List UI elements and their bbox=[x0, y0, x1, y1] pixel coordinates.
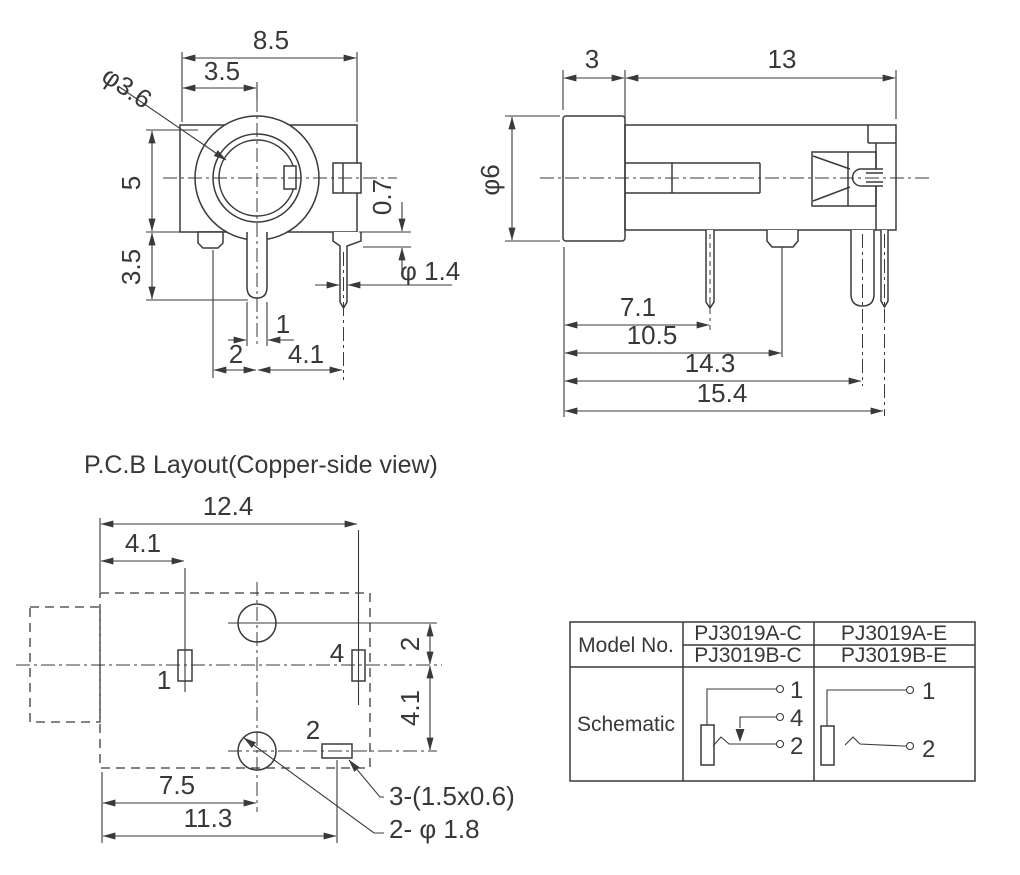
pcb-layout-title: P.C.B Layout(Copper-side view) bbox=[84, 451, 438, 479]
schematic-e-type: 1 2 bbox=[820, 678, 935, 766]
dim-pin2-position: 10.5 bbox=[627, 320, 678, 350]
dim-bushing-length: 3 bbox=[585, 44, 599, 74]
table-header-schematic: Schematic bbox=[577, 713, 675, 736]
schematic1-pin4-label: 4 bbox=[790, 705, 803, 732]
dim-pin-diameter: φ 1.4 bbox=[400, 256, 460, 286]
pcb-bushing-outline bbox=[29, 606, 101, 723]
dim-front-pitch-right: 4.1 bbox=[288, 339, 324, 369]
schematic1-switch-arrow bbox=[735, 729, 745, 742]
model-table: Model No. Schematic PJ3019A-C PJ3019B-C … bbox=[569, 621, 976, 782]
front-left-tab bbox=[197, 231, 224, 249]
schematic2-sleeve bbox=[820, 725, 835, 766]
dim-pcb-pad2-x: 11.3 bbox=[184, 803, 233, 833]
pcb-note-pads: 3-(1.5x0.6) bbox=[389, 781, 515, 811]
model-pj3019a-e: PJ3019A-E bbox=[841, 622, 947, 645]
dim-pcb-row-gap-lower: 4.1 bbox=[395, 690, 425, 726]
pcb-pad4-label: 4 bbox=[330, 638, 344, 668]
side-pin-1 bbox=[705, 230, 715, 310]
dim-front-inner-width: 3.5 bbox=[204, 56, 240, 86]
dim-pin3-position: 14.3 bbox=[685, 348, 736, 378]
dim-pcb-total-width: 12.4 bbox=[203, 491, 254, 521]
front-view: 8.5 3.5 φ3.6 5 3.5 0.7 φ 1.4 1 bbox=[97, 25, 460, 380]
front-right-pin bbox=[332, 232, 362, 310]
dim-bushing-diameter: φ6 bbox=[475, 164, 505, 195]
schematic2-terminal-1 bbox=[905, 685, 915, 695]
schematic-c-type: 1 4 2 bbox=[700, 677, 803, 766]
schematic1-sleeve bbox=[700, 724, 715, 766]
table-header-model: Model No. bbox=[578, 634, 674, 657]
dim-center-pin-width: 1 bbox=[276, 309, 290, 339]
dim-pcb-hole-x: 7.5 bbox=[159, 770, 195, 800]
dim-front-height-lower: 3.5 bbox=[116, 249, 146, 285]
pcb-pad2-label: 2 bbox=[306, 715, 320, 745]
side-tab bbox=[766, 230, 799, 248]
schematic1-terminal-1 bbox=[775, 684, 785, 694]
schematic1-terminal-2 bbox=[775, 739, 785, 749]
model-pj3019b-c: PJ3019B-C bbox=[694, 644, 801, 667]
schematic2-pin2-label: 2 bbox=[922, 736, 935, 763]
pcb-pad-2 bbox=[321, 743, 353, 759]
dim-front-pitch-left: 2 bbox=[229, 339, 243, 369]
schematic1-pin1-label: 1 bbox=[790, 677, 803, 704]
schematic2-pin1-label: 1 bbox=[922, 678, 935, 705]
dim-pin-offset: 0.7 bbox=[367, 179, 397, 215]
dim-front-total-width: 8.5 bbox=[253, 25, 289, 55]
dim-pcb-pad1-x: 4.1 bbox=[125, 528, 161, 558]
pcb-layout: P.C.B Layout(Copper-side view) 1 4 2 12.… bbox=[16, 451, 515, 844]
pcb-pad1-label: 1 bbox=[157, 665, 171, 695]
model-pj3019b-e: PJ3019B-E bbox=[841, 644, 947, 667]
dim-body-length: 13 bbox=[768, 44, 797, 74]
dim-pcb-row-gap-upper: 2 bbox=[395, 637, 425, 651]
pcb-outline bbox=[99, 592, 371, 769]
pcb-note-holes: 2- φ 1.8 bbox=[389, 814, 480, 844]
table-border bbox=[569, 621, 976, 782]
schematic1-pin2-label: 2 bbox=[790, 733, 803, 760]
schematic2-terminal-2 bbox=[905, 741, 915, 751]
dim-front-height-upper: 5 bbox=[116, 176, 146, 190]
side-view: 3 13 φ6 7.1 10.5 14.3 15.4 bbox=[475, 44, 930, 417]
dim-pin4-position: 15.4 bbox=[697, 378, 748, 408]
dim-pin1-position: 7.1 bbox=[620, 292, 656, 322]
schematic1-terminal-4 bbox=[775, 712, 785, 722]
model-pj3019a-c: PJ3019A-C bbox=[694, 622, 801, 645]
